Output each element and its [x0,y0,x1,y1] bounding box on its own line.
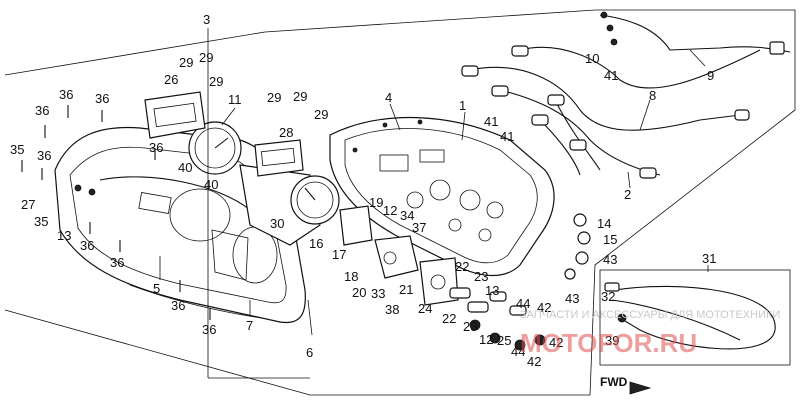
watermark-text: ЗАПЧАСТИ И АКСЕССУАРЫ ДЛЯ МОТОТЕХНИКИ [520,309,780,321]
callout-29: 29 [267,90,281,105]
callout-28: 28 [279,125,293,140]
callout-35: 35 [10,142,24,157]
callout-30: 30 [270,216,284,231]
callout-29: 29 [314,107,328,122]
grommets-nuts [564,213,591,280]
callout-6: 6 [306,345,313,360]
callout-19: 19 [369,195,383,210]
callout-41: 41 [500,129,514,144]
callout-12: 12 [383,203,397,218]
callout-9: 9 [707,68,714,83]
callout-44: 44 [516,296,530,311]
callout-3: 3 [203,12,210,27]
callout-32: 32 [601,289,615,304]
callout-42: 42 [537,300,551,315]
callout-29: 29 [199,50,213,65]
callout-24: 24 [418,301,432,316]
callout-7: 7 [246,318,253,333]
callout-11: 11 [228,92,242,107]
callout-41: 41 [484,114,498,129]
watermark: ЗАПЧАСТИ И АКСЕССУАРЫ ДЛЯ МОТОТЕХНИКИ MO… [520,309,780,358]
callout-29: 29 [293,89,307,104]
callout-18: 18 [344,269,358,284]
callout-2: 2 [624,187,631,202]
callout-25: 25 [497,333,511,348]
callout-22: 22 [442,311,456,326]
callout-36: 36 [80,238,94,253]
callout-8: 8 [649,88,656,103]
callout-5: 5 [153,281,160,296]
callout-12: 12 [479,332,493,347]
callout-36: 36 [37,148,51,163]
callout-36: 36 [149,140,163,155]
speedometer-cable [599,269,791,366]
callout-10: 10 [585,51,599,66]
callout-36: 36 [59,87,73,102]
callout-40: 40 [204,177,218,192]
meter-case [329,117,555,277]
leader-lines [159,28,709,379]
callout-4: 4 [385,90,392,105]
callout-27: 27 [21,197,35,212]
callout-labels: 3 29 29 26 29 11 29 29 29 28 4 1 41 41 1… [10,12,716,369]
forward-arrow: FWD [600,375,652,395]
callout-42: 42 [527,354,541,369]
callout-22: 22 [455,259,469,274]
callout-36: 36 [110,255,124,270]
callout-26: 26 [164,72,178,87]
speedometer [239,164,340,246]
callout-36: 36 [171,298,185,313]
forward-label: FWD [600,375,628,389]
callout-35: 35 [34,214,48,229]
callout-17: 17 [332,247,346,262]
callout-15: 15 [603,232,617,247]
callout-36: 36 [95,91,109,106]
callout-38: 38 [385,302,399,317]
callout-37: 37 [412,220,426,235]
callout-23: 23 [474,269,488,284]
callout-13: 13 [485,283,499,298]
callout-40: 40 [178,160,192,175]
callout-14: 14 [597,216,611,231]
callout-43: 43 [603,252,617,267]
callout-41: 41 [604,68,618,83]
wire-harness [461,11,791,179]
callout-13: 13 [57,228,71,243]
circuit-boards [339,205,459,306]
screws [21,105,211,320]
callout-33: 33 [371,286,385,301]
bulb-sockets [449,287,546,351]
callout-21: 21 [399,282,413,297]
callout-29: 29 [209,74,223,89]
tachometer [188,121,242,175]
callout-43: 43 [565,291,579,306]
callout-36: 36 [35,103,49,118]
watermark-brand: MOTOFOR.RU [520,328,697,358]
callout-42: 42 [549,335,563,350]
callout-31: 31 [702,251,716,266]
callout-23: 23 [463,319,477,334]
callout-44: 44 [511,344,525,359]
display-unit [144,91,304,177]
callout-20: 20 [352,285,366,300]
callout-16: 16 [309,236,323,251]
callout-39: 39 [605,333,619,348]
callout-34: 34 [400,208,414,223]
group-frame [4,9,796,396]
callout-29: 29 [179,55,193,70]
callout-1: 1 [459,98,466,113]
callout-36: 36 [202,322,216,337]
